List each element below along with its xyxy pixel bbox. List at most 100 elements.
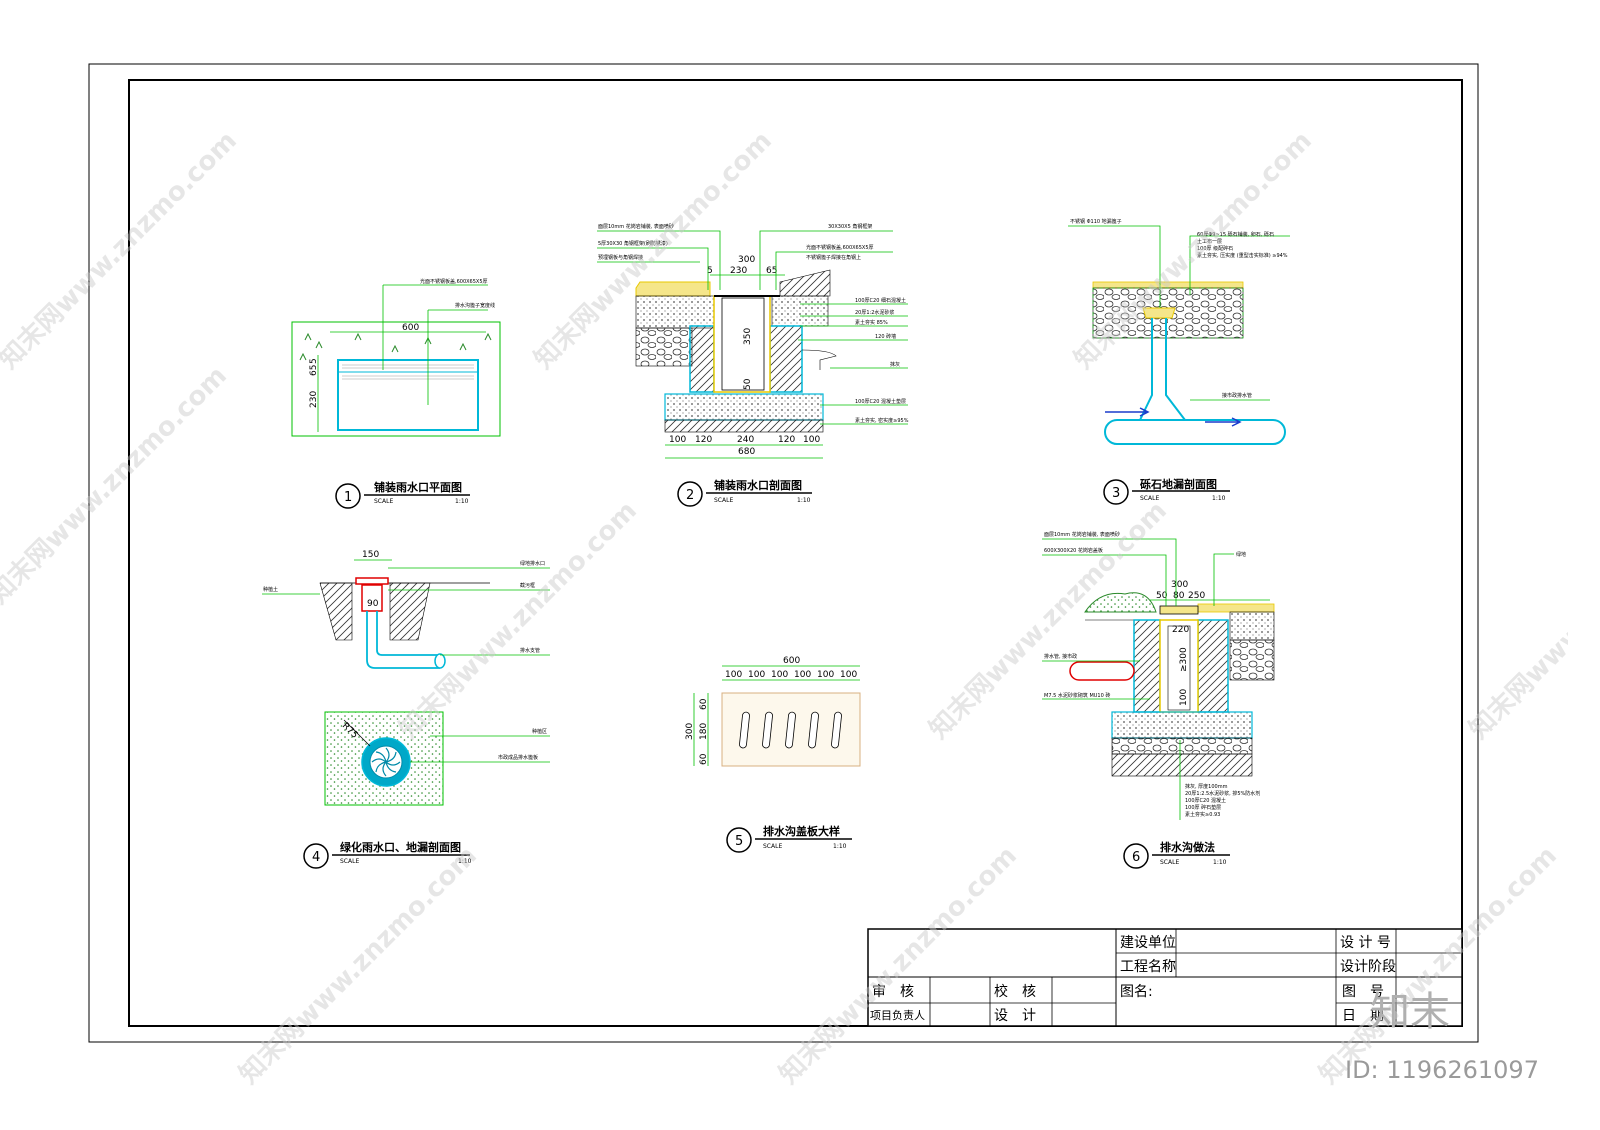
detail-number: 4 xyxy=(312,850,320,865)
note-green-area: 绿地 xyxy=(1236,551,1246,558)
dim-350: 350 xyxy=(743,328,753,345)
dim-150: 150 xyxy=(362,550,379,560)
detail-number: 2 xyxy=(686,488,694,503)
note-granite: 面层10mm 花岗岩铺装, 表面喷砂 xyxy=(1044,531,1120,538)
drawing-name-label: 图名: xyxy=(1120,984,1153,1000)
note-brick-wall: M7.5 水泥砂浆砌筑 MU10 砖 xyxy=(1044,692,1110,699)
note-c20-top: 100厚C20 细石混凝土 xyxy=(855,297,906,304)
watermark-text: 知末网www.znzmo.com xyxy=(1464,496,1568,745)
dim-65: 65 xyxy=(309,365,319,376)
note-angle-frame: 5厚30X30 角钢框架(刷防锈漆) xyxy=(598,240,668,247)
dim-680: 680 xyxy=(738,447,755,457)
dim-220: 220 xyxy=(1172,625,1189,635)
scale-value: 1:10 xyxy=(797,497,811,504)
detail-number: 6 xyxy=(1132,850,1140,865)
detail-title: 铺装雨水口平面图 xyxy=(374,480,462,494)
project-name-label: 工程名称 xyxy=(1120,959,1176,975)
detail-6-label: 6 排水沟做法 SCALE 1:10 xyxy=(1123,840,1230,869)
detail-number: 3 xyxy=(1112,486,1120,501)
note-c20: 100厚C20 混凝土 xyxy=(1185,797,1226,804)
detail-1-plan: 600 5 65 230 光面不锈钢板盖,600X65X5厚 排水沟篦子宽度线 xyxy=(291,278,501,437)
note-soil-95: 素土夯实, 密实度≥95% xyxy=(855,417,909,424)
note-municipal: 接市政排水管 xyxy=(1222,392,1252,399)
scale-label: SCALE xyxy=(714,497,733,504)
review-label: 审 核 xyxy=(872,984,914,1000)
note-grate-plate: 市政成品排水篦板 xyxy=(498,754,538,761)
note-filter-frame: 截污框 xyxy=(520,582,535,589)
detail-1-label: 1 铺装雨水口平面图 SCALE 1:10 xyxy=(335,480,470,509)
dim-100-4: 100 xyxy=(794,670,811,680)
note-plaster: 抹灰, 厚度100mm xyxy=(1185,783,1228,790)
note-plaster: 抹灰 xyxy=(890,361,900,368)
dim-80: 80 xyxy=(1173,591,1185,601)
dim-300: 300 xyxy=(1171,580,1188,590)
note-ss-cover: 光面不锈钢板盖,600X65X5厚 xyxy=(806,244,874,251)
note-planting-soil: 种植土 xyxy=(263,586,278,593)
dim-600: 600 xyxy=(783,656,800,666)
detail-title: 砾石地漏剖面图 xyxy=(1140,477,1217,491)
dim-250: 250 xyxy=(1188,591,1205,601)
note-branch-pipe: 排水支管 xyxy=(520,647,540,654)
note-cover-plate: 光面不锈钢板盖,600X65X5厚 xyxy=(420,278,488,285)
dim-50: 50 xyxy=(743,378,753,390)
detail-3-label: 3 砾石地漏剖面图 SCALE 1:10 xyxy=(1103,477,1230,505)
design-label: 设 计 xyxy=(994,1008,1036,1024)
dim-230: 230 xyxy=(309,391,319,408)
inner-frame xyxy=(128,79,1463,1027)
detail-title: 排水沟做法 xyxy=(1160,840,1215,854)
dim-100-2: 100 xyxy=(748,670,765,680)
note-granite: 面层10mm 花岗岩铺装, 表面喷砂 xyxy=(598,223,674,230)
note-soil-94: 素土夯实, 压实度 (重型击实标准) ≥94% xyxy=(1197,252,1288,259)
detail-4-label: 4 绿化雨水口、地漏剖面图 SCALE 1:10 xyxy=(303,840,472,869)
dim-50: 50 xyxy=(1156,591,1168,601)
dim-100: 100 xyxy=(1179,689,1189,706)
note-green-inlet: 绿地排水口 xyxy=(520,560,545,567)
dim-60b: 60 xyxy=(699,753,709,765)
scale-label: SCALE xyxy=(340,858,359,865)
detail-title: 排水沟盖板大样 xyxy=(763,824,840,838)
scale-label: SCALE xyxy=(763,843,782,850)
dim-100-6: 100 xyxy=(840,670,857,680)
dim-100-1: 100 xyxy=(725,670,742,680)
watermark-text: 知末网www.znzmo.com xyxy=(234,841,483,1090)
note-gravel-base: 100厚 碎石垫层 xyxy=(1185,804,1221,811)
design-stage-label: 设计阶段 xyxy=(1340,959,1396,975)
detail-4-section: 150 90 种植土 绿地排水口 截污框 排水支管 R75 种植区 市政成品排水… xyxy=(262,550,550,806)
note-brick-120: 120 砖墙 xyxy=(875,333,896,340)
note-waterproof-mortar: 20厚1:2.5水泥砂浆, 掺5%防水剂 xyxy=(1185,790,1260,797)
dim-100a: 100 xyxy=(669,435,686,445)
scale-value: 1:10 xyxy=(455,498,469,505)
note-gravel: 60厚Φ9~15 砾石铺装, 卵石, 砾石 xyxy=(1197,231,1274,238)
note-angle-30: 30X30X5 角钢框架 xyxy=(828,223,872,230)
dim-180: 180 xyxy=(699,723,709,740)
dim-230: 230 xyxy=(730,266,747,276)
dim-100-5: 100 xyxy=(817,670,834,680)
dim-120a: 120 xyxy=(695,435,712,445)
scale-label: SCALE xyxy=(374,498,393,505)
note-grate-line: 排水沟篦子宽度线 xyxy=(455,302,495,309)
note-soil-85: 素土夯实 85% xyxy=(855,319,888,326)
dim-60a: 60 xyxy=(699,698,709,710)
scale-value: 1:10 xyxy=(833,843,847,850)
detail-2-label: 2 铺装雨水口剖面图 SCALE 1:10 xyxy=(677,478,812,507)
detail-5-plate: 600 100 100 100 100 100 100 300 60 180 6… xyxy=(685,656,861,767)
outer-border xyxy=(88,63,1479,1043)
project-lead-label: 项目负责人 xyxy=(870,1008,925,1022)
detail-number: 5 xyxy=(735,834,743,849)
detail-5-label: 5 排水沟盖板大样 SCALE 1:10 xyxy=(726,824,852,853)
construction-unit-label: 建设单位 xyxy=(1120,935,1176,951)
note-granite-cover: 600X300X20 花岗岩盖板 xyxy=(1044,547,1103,554)
note-crushed-stone: 100厚 级配碎石 xyxy=(1197,245,1233,252)
dim-600: 600 xyxy=(402,323,419,333)
dim-240: 240 xyxy=(737,435,754,445)
dim-90: 90 xyxy=(367,599,379,609)
dim-100b: 100 xyxy=(803,435,820,445)
note-planting-zone: 种植区 xyxy=(532,728,547,735)
scale-label: SCALE xyxy=(1160,859,1179,866)
note-mortar: 20厚1:2水泥砂浆 xyxy=(855,309,894,316)
image-id-label: ID: 1196261097 xyxy=(1345,1056,1539,1084)
check-label: 校 核 xyxy=(994,983,1036,1000)
detail-3-section: 不锈钢 Φ110 地漏篦子 60厚Φ9~15 砾石铺装, 卵石, 砾石 土工布一… xyxy=(1068,218,1290,445)
note-c20-base: 100厚C20 混凝土垫层 xyxy=(855,398,906,405)
detail-6-section: 300 50 80 250 220 ≥300 100 面层10mm 花岗岩铺装,… xyxy=(1042,531,1275,820)
